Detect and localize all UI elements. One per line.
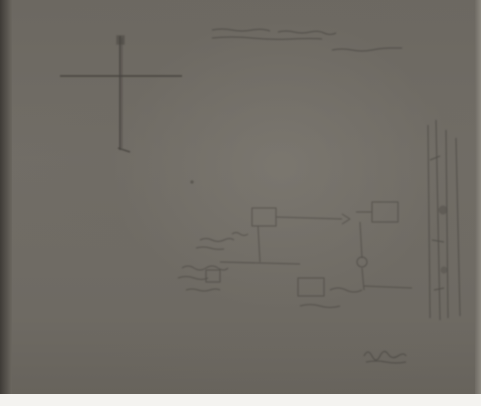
vertical-structure-sketch xyxy=(427,119,461,321)
scribbled-heading xyxy=(211,28,402,52)
scribble-cluster-left xyxy=(177,232,249,292)
wall-surface xyxy=(12,0,475,394)
bottom-white-border xyxy=(0,394,481,406)
right-edge-band xyxy=(475,0,481,394)
signature-scribble xyxy=(363,350,407,364)
left-shadow-band xyxy=(0,0,12,406)
pencil-dot xyxy=(190,180,194,184)
flow-diagram-sketch xyxy=(219,201,413,308)
axis-cross-sketch xyxy=(60,35,182,153)
